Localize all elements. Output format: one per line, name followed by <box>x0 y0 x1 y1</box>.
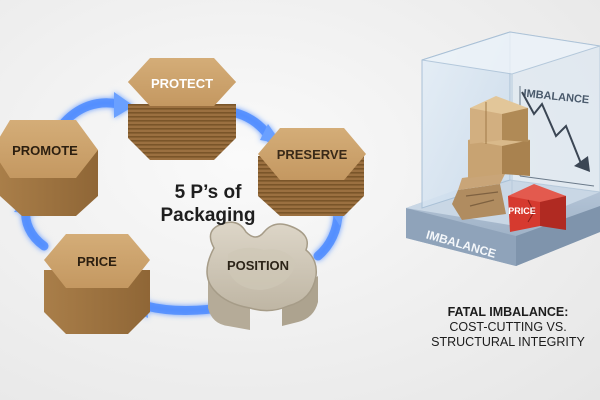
hex-protect: PROTECT <box>128 58 236 160</box>
cycle-title: 5 P’s of Packaging <box>152 181 264 227</box>
declining-trend-line <box>521 91 583 167</box>
hex-promote: PROMOTE <box>0 120 98 216</box>
hex-price: PRICE <box>44 234 150 334</box>
label-protect: PROTECT <box>151 76 213 91</box>
cycle-title-line1: 5 P’s of <box>174 182 242 203</box>
stacked-cartons: PRICE <box>452 96 566 232</box>
label-position: POSITION <box>227 258 289 273</box>
fatal-imbalance-caption: FATAL IMBALANCE: COST-CUTTING VS. STRUCT… <box>412 305 600 350</box>
pulp-tray-position: POSITION <box>206 221 318 330</box>
label-price: PRICE <box>77 254 117 269</box>
label-preserve: PRESERVE <box>277 147 348 162</box>
down-arrow-icon <box>574 156 590 172</box>
arrow-preserve-to-position <box>313 207 343 261</box>
arrowhead-icon <box>114 92 134 118</box>
price-cube-label: PRICE <box>508 206 536 216</box>
label-promote: PROMOTE <box>12 143 78 158</box>
caption-line2: COST-CUTTING VS. <box>449 320 567 334</box>
caption-line3: STRUCTURAL INTEGRITY <box>431 335 585 349</box>
imbalance-glass-box: IMBALANCE PRICE IMBALA <box>406 31 600 266</box>
hex-preserve: PRESERVE <box>258 128 366 216</box>
caption-heading: FATAL IMBALANCE: <box>447 305 569 319</box>
cycle-title-line2: Packaging <box>160 205 256 226</box>
